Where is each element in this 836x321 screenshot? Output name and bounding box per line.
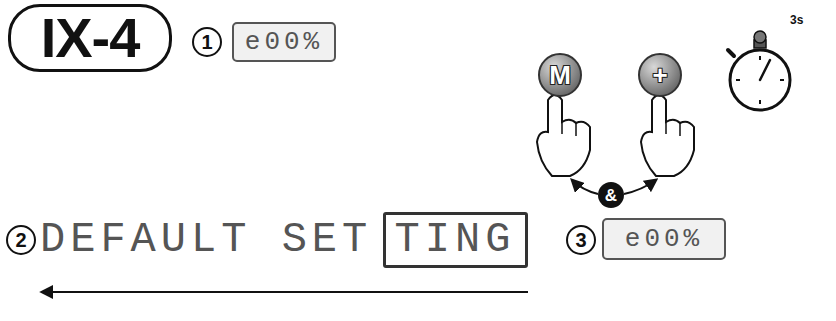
- stopwatch: [728, 31, 790, 110]
- node-text: e00%: [625, 226, 703, 252]
- curved-arrow: [624, 180, 656, 194]
- node-text: &: [605, 187, 617, 204]
- mode-button: M: [538, 53, 582, 97]
- step-number: 1: [192, 27, 222, 57]
- node-text: TING: [395, 219, 516, 261]
- scroll-arrow: [42, 291, 528, 293]
- highlight-box: TING: [383, 212, 528, 268]
- plus-button: +: [638, 53, 682, 97]
- duration-label: 3s: [790, 14, 803, 26]
- curved-arrow: [572, 180, 598, 194]
- node-text: +: [652, 62, 667, 88]
- lcd-display: e00%: [602, 218, 726, 260]
- scrolling-text: DEFAULT SET: [40, 219, 372, 261]
- lcd-display: e00%: [232, 22, 336, 62]
- hand-crease: [562, 122, 576, 136]
- hand: [641, 95, 694, 176]
- model-badge: IX-4: [8, 4, 172, 72]
- node-text: IX-4: [41, 10, 140, 66]
- step-number: 3: [566, 225, 596, 255]
- node-text: M: [549, 62, 571, 88]
- and-symbol: &: [598, 182, 624, 208]
- hand: [537, 95, 590, 176]
- node-text: e00%: [245, 29, 323, 55]
- step-number: 2: [6, 225, 36, 255]
- hand-crease: [666, 122, 680, 136]
